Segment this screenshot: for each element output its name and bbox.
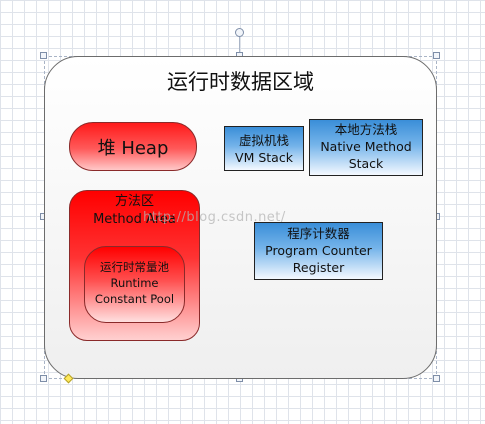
- runtime-constant-pool-shape[interactable]: [84, 246, 185, 323]
- runtime-constant-pool-label: 运行时常量池 Runtime Constant Pool: [84, 259, 185, 307]
- method-area-label-en: Method Area: [93, 212, 176, 227]
- program-counter-register-shape[interactable]: 程序计数器 Program Counter Register: [254, 222, 383, 280]
- runtime-constant-pool-label-en-2: Constant Pool: [94, 292, 175, 306]
- resize-handle-bottom-right[interactable]: [433, 375, 440, 382]
- vm-stack-shape[interactable]: 虚拟机栈 VM Stack: [224, 126, 304, 171]
- vm-stack-label-en: VM Stack: [235, 150, 293, 165]
- program-counter-label-en-1: Program Counter: [265, 243, 372, 258]
- resize-handle-bottom-left[interactable]: [40, 375, 47, 382]
- watermark-text: http://blog.csdn.net/: [143, 210, 286, 225]
- runtime-constant-pool-label-en-1: Runtime: [110, 276, 159, 290]
- rotation-line: [239, 36, 240, 56]
- method-area-label: 方法区 Method Area: [69, 193, 200, 229]
- native-method-stack-shape[interactable]: 本地方法栈 Native Method Stack: [309, 119, 423, 176]
- program-counter-label-en-2: Register: [292, 260, 345, 275]
- heap-shape[interactable]: 堆 Heap: [69, 122, 197, 171]
- method-area-label-cn: 方法区: [114, 194, 154, 209]
- vm-stack-label-cn: 虚拟机栈: [238, 133, 289, 148]
- heap-label: 堆 Heap: [97, 137, 169, 159]
- runtime-constant-pool-label-cn: 运行时常量池: [100, 260, 169, 274]
- resize-handle-top-right[interactable]: [433, 52, 440, 59]
- program-counter-label-cn: 程序计数器: [287, 226, 350, 241]
- resize-handle-top-left[interactable]: [40, 52, 47, 59]
- native-method-stack-label-en-2: Stack: [348, 156, 384, 171]
- native-method-stack-label-en-1: Native Method: [320, 139, 412, 154]
- rotation-handle[interactable]: [235, 28, 244, 37]
- diagram-title: 运行时数据区域: [167, 70, 314, 94]
- native-method-stack-label-cn: 本地方法栈: [334, 122, 398, 137]
